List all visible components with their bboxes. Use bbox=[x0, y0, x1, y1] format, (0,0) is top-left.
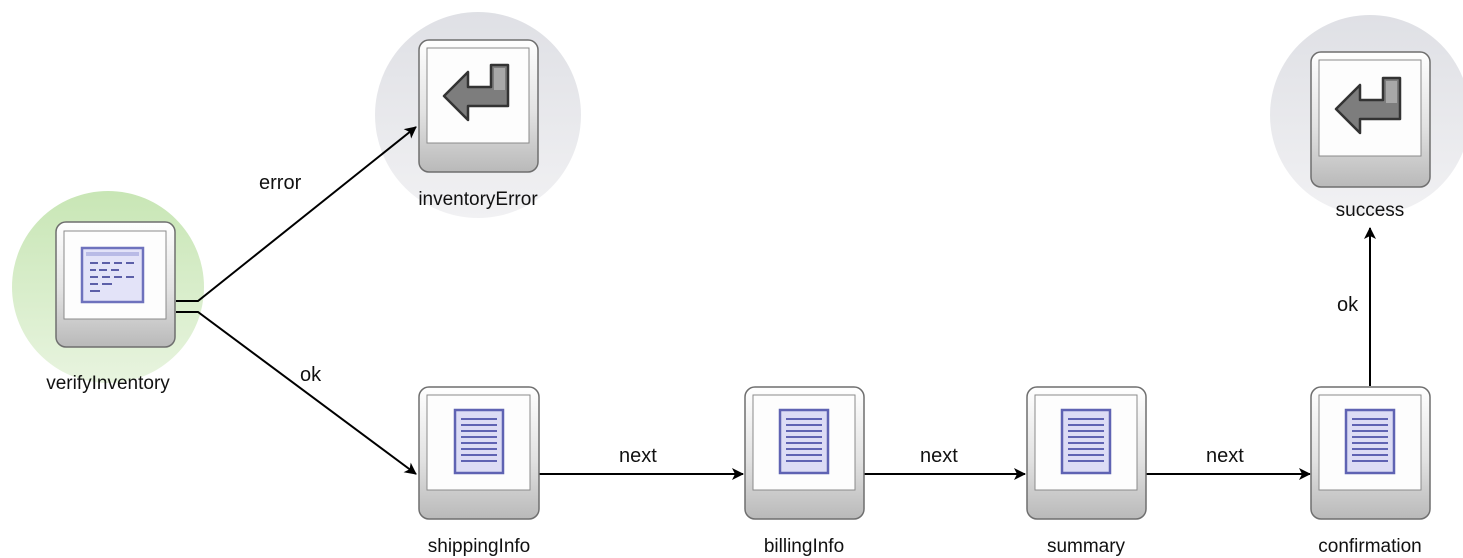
return-arrow-icon bbox=[1334, 76, 1402, 135]
node-label: summary bbox=[1047, 536, 1126, 557]
edge-label-next: next bbox=[920, 445, 958, 467]
node-label: billingInfo bbox=[764, 536, 844, 557]
edge-verify-ok[interactable]: ok bbox=[176, 311, 417, 475]
edge-billing-summary[interactable]: next bbox=[864, 445, 1026, 480]
node-label: inventoryError bbox=[418, 189, 538, 210]
node-label: success bbox=[1336, 200, 1405, 221]
edge-summary-confirmation[interactable]: next bbox=[1146, 445, 1311, 480]
node-confirmation[interactable]: confirmation bbox=[1310, 386, 1431, 557]
page-document-icon bbox=[453, 408, 505, 475]
page-document-icon bbox=[778, 408, 830, 475]
page-document-icon bbox=[1344, 408, 1396, 475]
edge-label-error: error bbox=[259, 172, 302, 194]
node-billingInfo[interactable]: billingInfo bbox=[744, 386, 865, 557]
node-summary[interactable]: summary bbox=[1026, 386, 1147, 557]
return-arrow-icon bbox=[442, 63, 510, 122]
node-verifyInventory[interactable]: verifyInventory bbox=[46, 221, 176, 394]
node-inventoryError[interactable]: inventoryError bbox=[418, 39, 539, 210]
edge-verify-error[interactable]: error bbox=[176, 126, 417, 302]
node-label: verifyInventory bbox=[46, 373, 170, 394]
edge-label-next: next bbox=[1206, 445, 1244, 467]
edge-label-ok: ok bbox=[1337, 294, 1359, 316]
edge-confirmation-success[interactable]: ok bbox=[1337, 227, 1376, 386]
node-success[interactable]: success bbox=[1310, 51, 1431, 221]
edge-shipping-billing[interactable]: next bbox=[539, 445, 744, 480]
edge-label-ok: ok bbox=[300, 364, 322, 386]
edge-label-next: next bbox=[619, 445, 657, 467]
method-call-icon bbox=[80, 246, 145, 304]
node-label: shippingInfo bbox=[428, 536, 530, 557]
node-label: confirmation bbox=[1318, 536, 1422, 557]
page-document-icon bbox=[1060, 408, 1112, 475]
node-shippingInfo[interactable]: shippingInfo bbox=[418, 386, 540, 557]
